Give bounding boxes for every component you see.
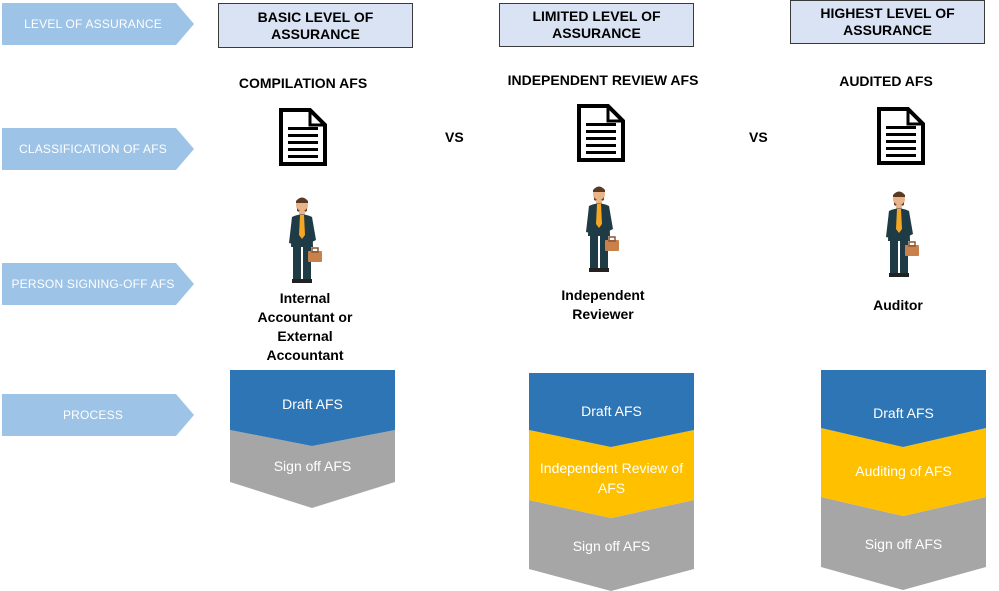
process-flow-compilation: Draft AFS Sign off AFS <box>230 370 395 510</box>
afs-type-independent-review: INDEPENDENT REVIEW AFS <box>507 72 699 88</box>
process-flow-audited: Draft AFS Auditing of AFS Sign off AFS <box>821 370 986 590</box>
process-step-auditing: Auditing of AFS <box>855 463 952 479</box>
vs-label-1: VS <box>445 129 464 145</box>
signer-label-compilation: Internal Accountant or External Accounta… <box>257 290 353 363</box>
row-label-classification: CLASSIFICATION OF AFS <box>2 128 194 170</box>
document-icon <box>279 108 327 166</box>
document-icon <box>577 104 625 162</box>
row-label-level-of-assurance: LEVEL OF ASSURANCE <box>2 3 194 45</box>
businessman-icon <box>586 186 619 272</box>
businessman-icon <box>289 197 322 283</box>
signer-label-audited: Auditor <box>873 297 923 313</box>
level-box-limited: LIMITED LEVEL OF ASSURANCE <box>499 3 694 47</box>
process-flow-independent-review: Draft AFS Independent Review of AFS Sign… <box>529 373 694 591</box>
vs-label-2: VS <box>749 129 768 145</box>
process-step-independent-review: Independent Review of AFS <box>539 460 684 496</box>
process-step-sign-off: Sign off AFS <box>273 458 352 474</box>
level-box-basic: BASIC LEVEL OF ASSURANCE <box>218 3 413 48</box>
document-icon <box>877 107 925 165</box>
row-label-text: PERSON SIGNING-OFF AFS <box>11 277 175 291</box>
row-label-text: CLASSIFICATION OF AFS <box>18 142 167 156</box>
row-label-text: PROCESS <box>62 408 124 422</box>
afs-type-audited: AUDITED AFS <box>839 73 933 89</box>
level-box-highest: HIGHEST LEVEL OF ASSURANCE <box>790 0 985 44</box>
row-label-text: LEVEL OF ASSURANCE <box>24 17 162 31</box>
process-step-sign-off: Sign off AFS <box>864 536 943 552</box>
process-step-sign-off: Sign off AFS <box>572 538 651 554</box>
row-label-person-signing-off: PERSON SIGNING-OFF AFS <box>2 263 194 305</box>
businessman-icon <box>886 191 919 277</box>
process-step-draft: Draft AFS <box>581 403 642 419</box>
process-step-draft: Draft AFS <box>282 396 343 412</box>
process-step-draft: Draft AFS <box>873 405 934 421</box>
afs-type-compilation: COMPILATION AFS <box>238 75 368 91</box>
signer-label-independent-review: Independent Reviewer <box>561 287 645 322</box>
row-label-process: PROCESS <box>2 394 194 436</box>
